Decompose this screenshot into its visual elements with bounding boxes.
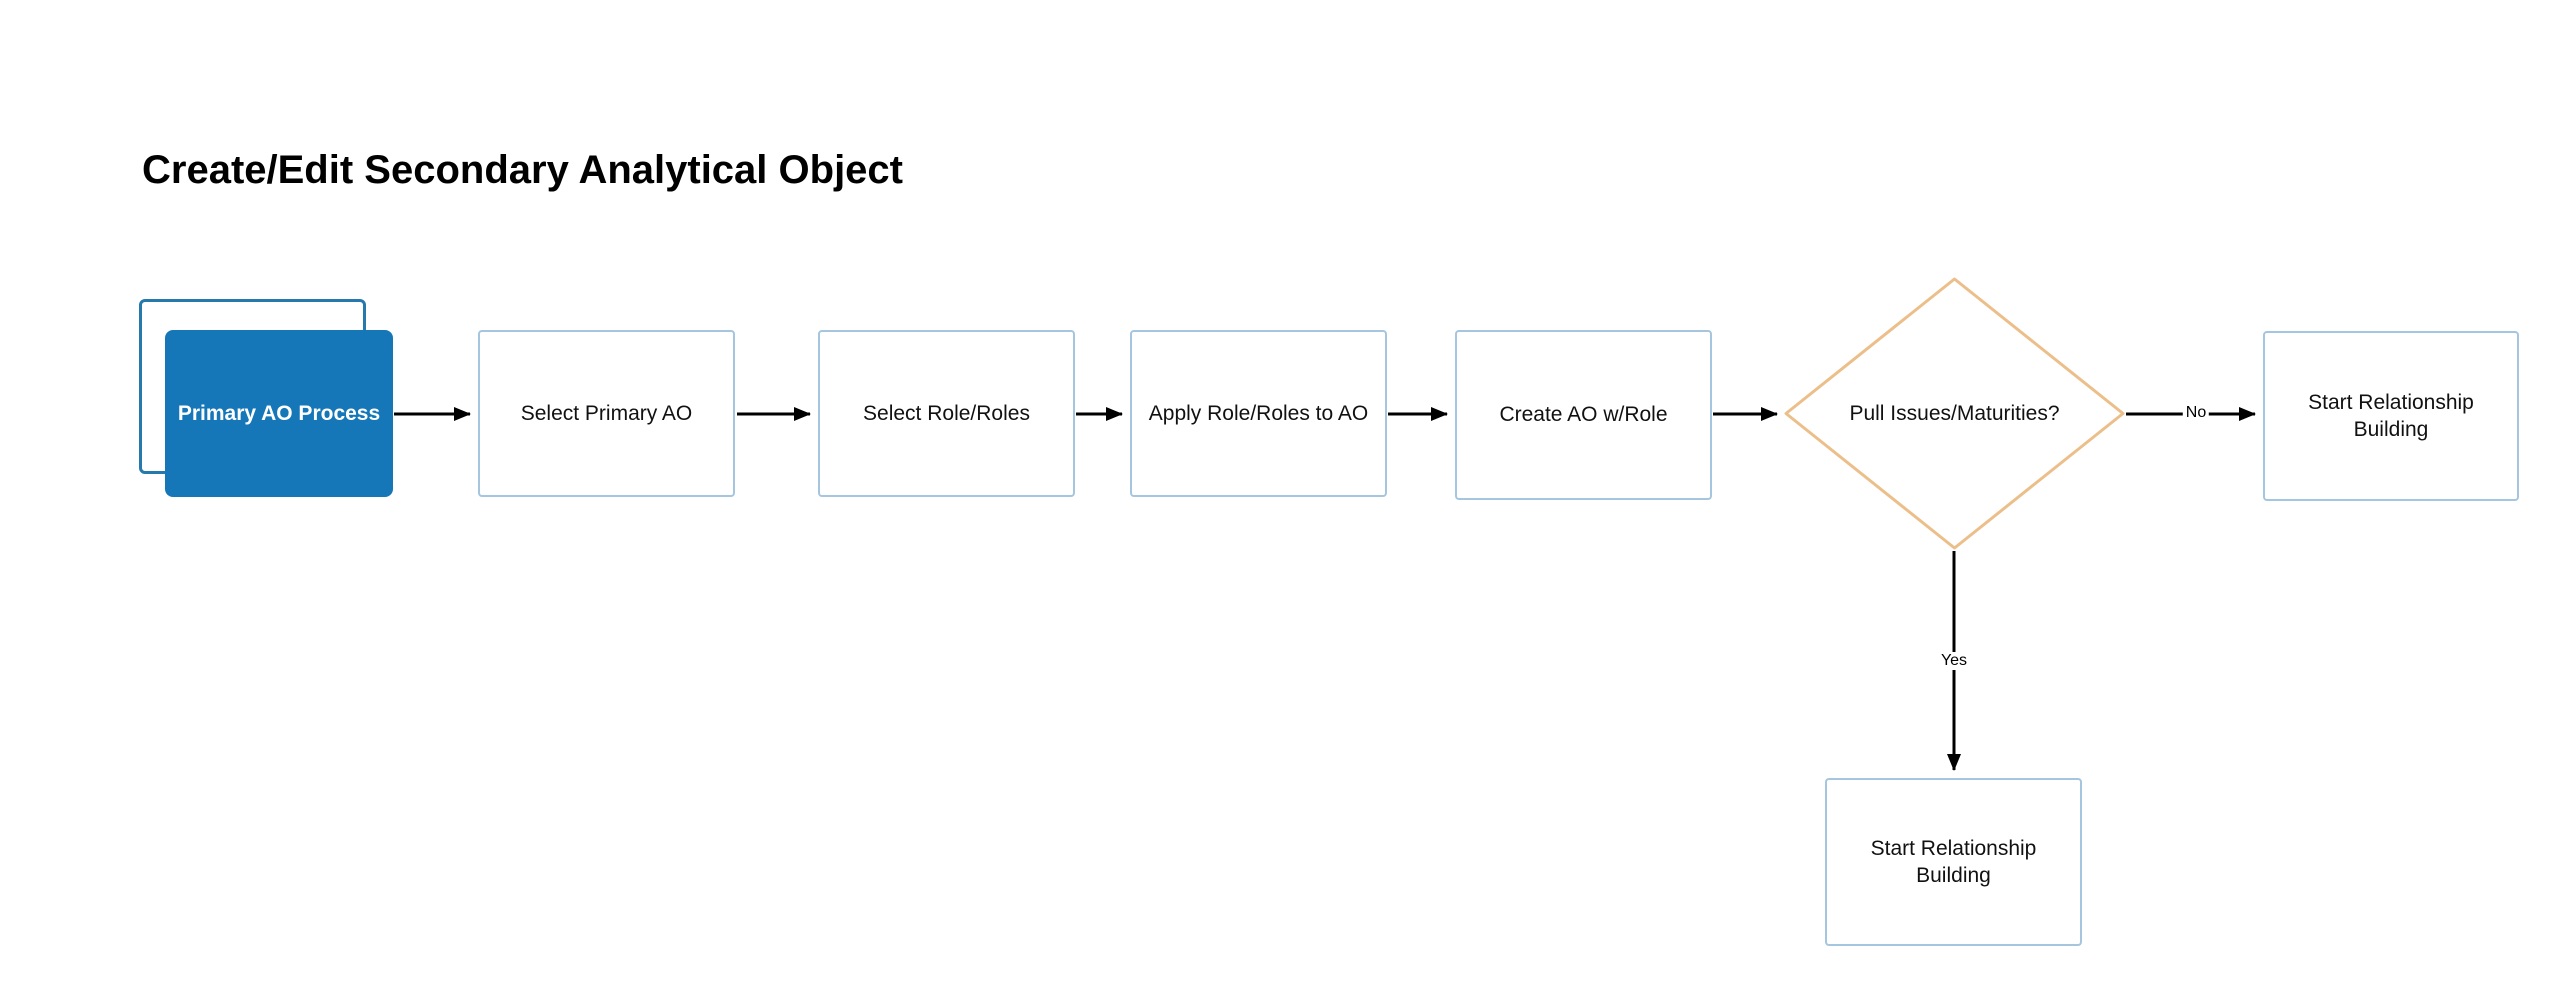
node-pull-issues-maturities: Pull Issues/Maturities? <box>1784 277 2125 550</box>
node-start-relationship-building-no: Start Relationship Building <box>2263 331 2519 501</box>
node-label: Primary AO Process <box>177 401 381 425</box>
node-create-ao-w-role: Create AO w/Role <box>1455 330 1712 500</box>
node-label: Create AO w/Role <box>1499 403 1668 427</box>
node-start-relationship-building-yes: Start Relationship Building <box>1825 778 2082 946</box>
node-label: Pull Issues/Maturities? <box>1849 401 2060 425</box>
node-label: Select Role/Roles <box>863 401 1030 425</box>
node-label: Start Relationship Building <box>1870 836 2037 887</box>
edge-label-no: No <box>2182 404 2210 422</box>
node-apply-role-roles-to-ao: Apply Role/Roles to AO <box>1130 330 1387 497</box>
node-label: Select Primary AO <box>520 401 693 425</box>
edge-label-yes: Yes <box>1937 652 1971 670</box>
node-label: Apply Role/Roles to AO <box>1148 401 1369 425</box>
node-label: Start Relationship Building <box>2308 390 2474 441</box>
node-select-primary-ao: Select Primary AO <box>478 330 735 497</box>
node-select-role-roles: Select Role/Roles <box>818 330 1075 497</box>
decision-diamond-shape <box>1784 277 2125 550</box>
node-primary-ao-process: Primary AO Process <box>165 330 393 497</box>
diagram-title: Create/Edit Secondary Analytical Object <box>142 148 903 192</box>
